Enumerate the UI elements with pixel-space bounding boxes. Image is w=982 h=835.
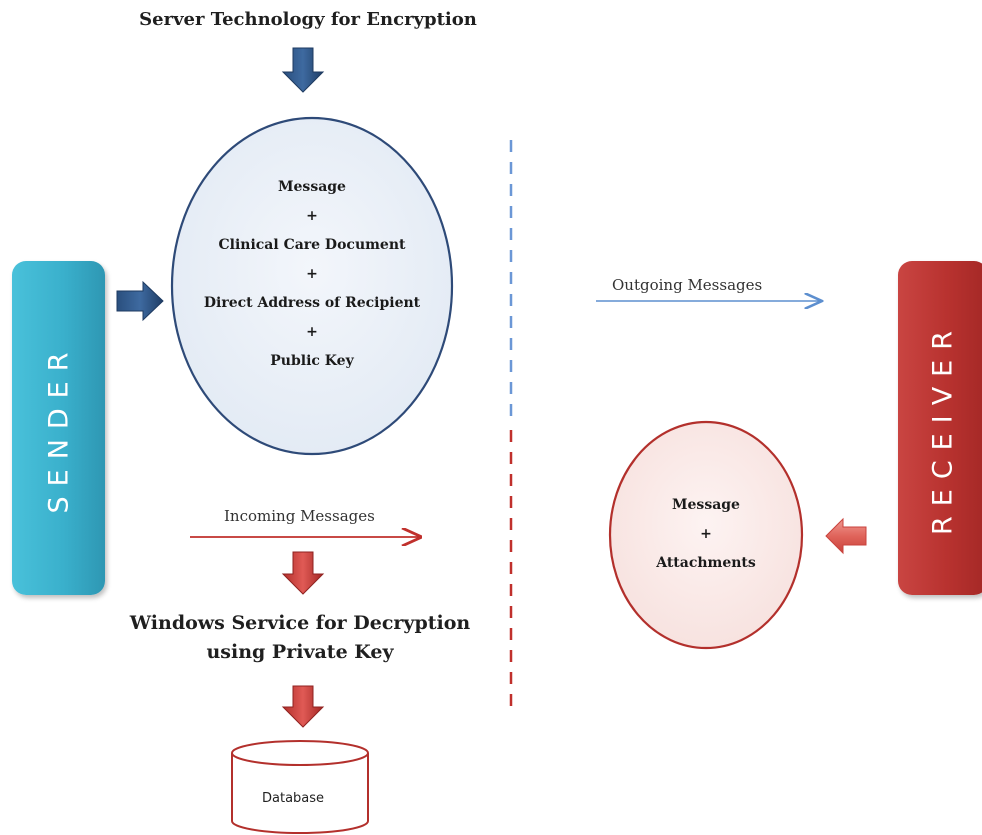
down-arrow-icon — [281, 685, 325, 728]
sender-line-address: Direct Address of Recipient — [203, 295, 421, 311]
decryption-line-1: Windows Service for Decryption — [129, 612, 471, 634]
left-arrow-icon — [825, 517, 867, 555]
sender-line-plus: + — [306, 324, 318, 340]
database-label: Database — [262, 791, 325, 806]
sender-message-text: Message + Clinical Care Document + Direc… — [172, 173, 452, 376]
sender-line-document: Clinical Care Document — [218, 237, 406, 253]
receiver-label: RECEIVER — [927, 321, 959, 535]
sender-line-message: Message — [278, 179, 346, 195]
receiver-message-ellipse — [608, 420, 804, 650]
sender-label: SENDER — [43, 342, 74, 514]
receiver-line-plus: + — [700, 526, 712, 542]
decryption-line-2: using Private Key — [206, 641, 394, 663]
database-icon — [231, 740, 369, 834]
right-arrow-icon — [116, 280, 164, 322]
sender-line-plus: + — [306, 266, 318, 282]
sender-box: SENDER — [12, 261, 105, 595]
sender-line-plus: + — [306, 208, 318, 224]
encryption-title: Server Technology for Encryption — [139, 9, 477, 30]
decryption-title: Windows Service for Decryption using Pri… — [110, 609, 490, 667]
receiver-line-attachments: Attachments — [656, 555, 756, 571]
sender-message-ellipse — [170, 116, 454, 456]
down-arrow-icon — [281, 551, 325, 595]
receiver-box: RECEIVER — [898, 261, 982, 595]
receiver-line-message: Message — [672, 497, 740, 513]
sender-line-key: Public Key — [270, 353, 354, 369]
receiver-message-text: Message + Attachments — [610, 491, 802, 578]
outgoing-label: Outgoing Messages — [612, 276, 763, 294]
down-arrow-icon — [281, 47, 325, 93]
incoming-label: Incoming Messages — [224, 507, 375, 525]
